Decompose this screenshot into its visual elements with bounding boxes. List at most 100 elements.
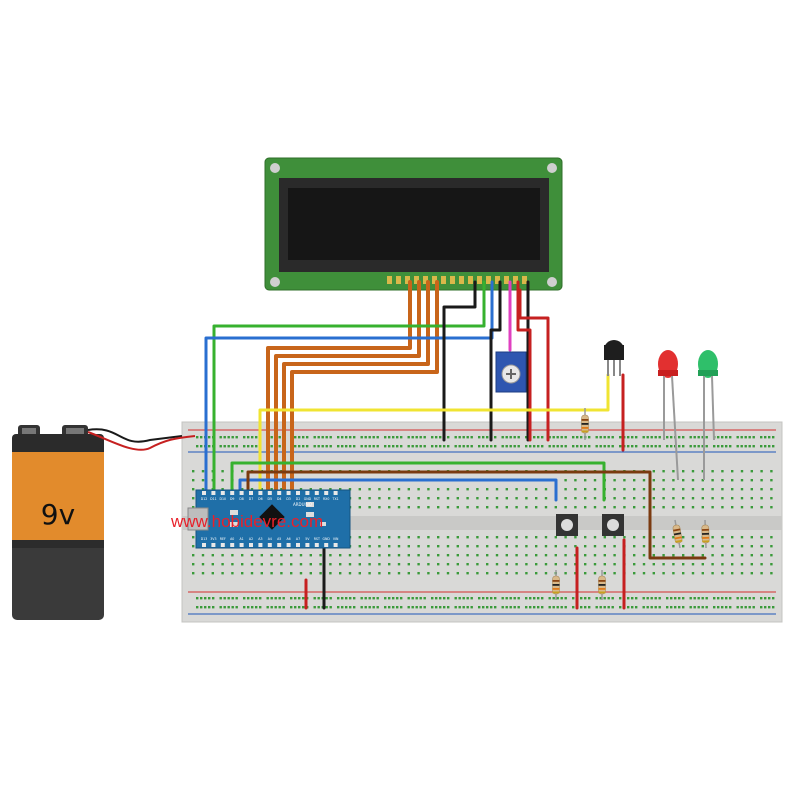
- breadboard-hole: [701, 479, 704, 482]
- breadboard-hole: [588, 597, 591, 600]
- breadboard-hole: [454, 606, 457, 609]
- breadboard-hole: [662, 470, 665, 473]
- breadboard-hole: [411, 445, 414, 448]
- breadboard-hole: [348, 488, 352, 491]
- breadboard-hole: [564, 563, 567, 566]
- breadboard-hole: [768, 445, 771, 448]
- breadboard-hole: [736, 436, 739, 439]
- breadboard-hole: [572, 606, 575, 609]
- breadboard-hole: [682, 536, 685, 539]
- breadboard-hole: [490, 597, 493, 600]
- breadboard-hole: [282, 597, 285, 600]
- breadboard-hole: [255, 445, 258, 448]
- breadboard-hole: [770, 536, 773, 539]
- breadboard-hole: [642, 554, 646, 557]
- arduino-pin: [211, 543, 216, 547]
- breadboard-hole: [372, 606, 375, 609]
- push-button: [602, 514, 624, 536]
- breadboard-hole: [376, 597, 379, 600]
- breadboard-hole: [672, 572, 675, 575]
- breadboard-hole: [466, 445, 469, 448]
- breadboard-hole: [435, 445, 438, 448]
- breadboard-hole: [731, 497, 734, 500]
- breadboard-hole: [266, 597, 269, 600]
- breadboard-hole: [627, 597, 630, 600]
- breadboard-hole: [603, 545, 606, 548]
- breadboard-hole: [247, 597, 250, 600]
- breadboard-hole: [750, 479, 753, 482]
- breadboard-hole: [505, 597, 508, 600]
- breadboard-hole: [423, 436, 426, 439]
- breadboard-hole: [740, 554, 744, 557]
- breadboard-hole: [231, 554, 234, 557]
- breadboard-hole: [552, 597, 555, 600]
- lcd-pin-header: [387, 276, 527, 284]
- breadboard-hole: [768, 436, 771, 439]
- arduino-pin-label: D12: [201, 497, 208, 501]
- lcd-pin: [459, 276, 464, 284]
- breadboard-hole: [509, 436, 512, 439]
- breadboard-hole: [701, 597, 704, 600]
- breadboard-hole: [241, 470, 244, 473]
- breadboard-hole: [537, 445, 540, 448]
- breadboard-hole: [466, 606, 469, 609]
- breadboard-hole: [255, 597, 258, 600]
- breadboard-hole: [603, 554, 606, 557]
- breadboard-hole: [701, 445, 704, 448]
- breadboard-hole: [652, 488, 655, 491]
- breadboard-hole: [652, 470, 655, 473]
- arduino-pin: [211, 491, 216, 495]
- breadboard-hole: [192, 497, 195, 500]
- breadboard-hole: [658, 606, 661, 609]
- breadboard-hole: [760, 563, 763, 566]
- breadboard-hole: [509, 606, 512, 609]
- breadboard-hole: [378, 554, 381, 557]
- breadboard-hole: [427, 488, 430, 491]
- breadboard-hole: [642, 436, 645, 439]
- breadboard-hole: [407, 506, 410, 509]
- breadboard-hole: [744, 445, 747, 448]
- breadboard-hole: [212, 597, 215, 600]
- breadboard-hole: [674, 597, 677, 600]
- breadboard-hole: [515, 563, 518, 566]
- breadboard-hole: [443, 597, 446, 600]
- breadboard-hole: [770, 479, 773, 482]
- breadboard-hole: [603, 506, 606, 509]
- breadboard-hole: [748, 445, 751, 448]
- breadboard-hole: [607, 445, 610, 448]
- breadboard-hole: [560, 436, 563, 439]
- breadboard-hole: [525, 536, 528, 539]
- breadboard-hole: [280, 572, 283, 575]
- breadboard-hole: [588, 436, 591, 439]
- breadboard-hole: [378, 572, 381, 575]
- breadboard-hole: [748, 436, 751, 439]
- breadboard-hole: [613, 488, 616, 491]
- lcd-pin: [441, 276, 446, 284]
- breadboard-hole: [378, 506, 381, 509]
- breadboard-hole: [554, 563, 557, 566]
- breadboard-hole: [260, 572, 263, 575]
- breadboard-hole: [447, 597, 450, 600]
- breadboard-hole: [294, 597, 297, 600]
- breadboard-hole: [466, 436, 469, 439]
- breadboard-hole: [378, 563, 381, 566]
- breadboard-hole: [721, 506, 724, 509]
- breadboard-hole: [313, 597, 316, 600]
- breadboard-hole: [535, 545, 538, 548]
- arduino-pin-label: A2: [249, 537, 253, 541]
- breadboard-hole: [764, 445, 767, 448]
- breadboard-hole: [574, 488, 577, 491]
- breadboard-hole: [729, 606, 732, 609]
- arduino-pin: [286, 491, 291, 495]
- breadboard-hole: [711, 572, 714, 575]
- breadboard-hole: [417, 563, 420, 566]
- breadboard-hole: [345, 436, 348, 439]
- arduino-pin-label: D3: [286, 497, 290, 501]
- lcd-pin: [387, 276, 392, 284]
- breadboard-hole: [607, 597, 610, 600]
- wire-orange: [282, 280, 430, 492]
- breadboard-hole: [701, 563, 704, 566]
- breadboard-hole: [642, 445, 645, 448]
- breadboard-hole: [633, 563, 636, 566]
- breadboard-hole: [353, 445, 356, 448]
